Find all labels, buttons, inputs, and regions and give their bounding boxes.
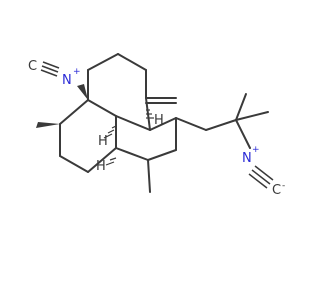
wedge-bond-isocyano-left — [77, 84, 88, 100]
triple-bond-right — [248, 165, 274, 189]
nitrogen-charge-left: + — [73, 67, 81, 77]
carbon-label-left: C — [28, 59, 37, 74]
wedge-bond-methyl-left — [36, 122, 60, 128]
molecule-diagram: N + C N + C - H H H — [0, 0, 300, 300]
carbon-charge-right: - — [282, 181, 285, 191]
hydrogen-label: H — [154, 113, 164, 128]
triple-bond-left — [40, 61, 60, 77]
carbon-label-right: C — [272, 183, 281, 198]
background — [0, 0, 300, 300]
nitrogen-label-left: N — [62, 73, 72, 88]
hydrogen-label: H — [98, 134, 108, 149]
nitrogen-charge-right: + — [252, 145, 260, 155]
nitrogen-label-right: N — [242, 151, 252, 166]
hashed-bonds — [103, 109, 154, 166]
bond-skeleton — [59, 53, 269, 193]
isocyano-group-right: N + C - — [242, 145, 285, 198]
hydrogen-label: H — [96, 159, 106, 174]
isocyano-group-left: N + C — [28, 59, 81, 88]
methylene-double-bond — [145, 97, 177, 104]
